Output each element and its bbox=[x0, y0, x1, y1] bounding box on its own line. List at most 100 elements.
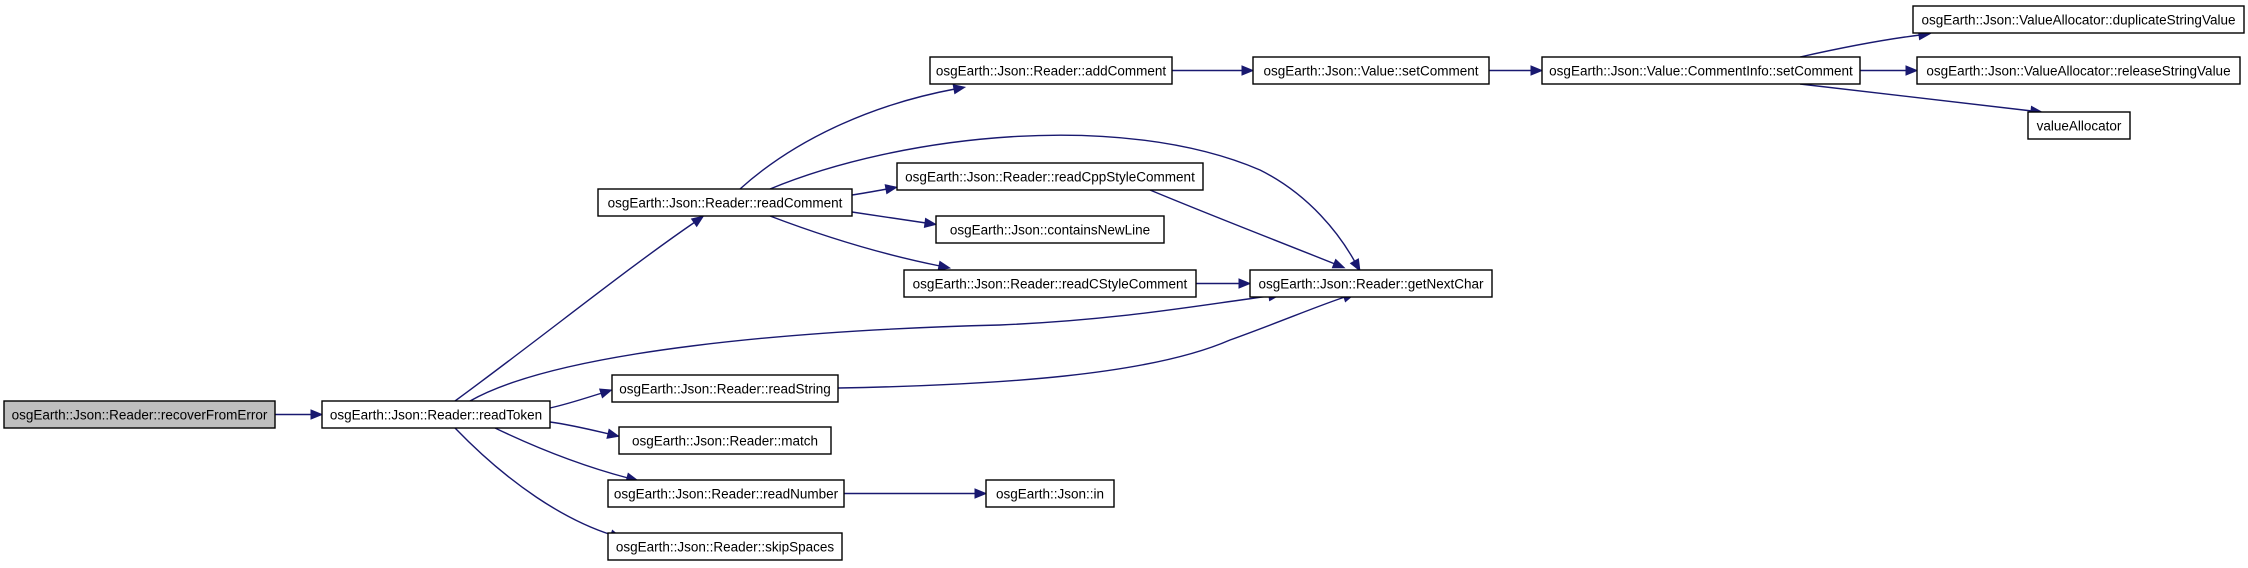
edge-line bbox=[769, 215, 941, 267]
node-label: osgEarth::Json::Reader::readToken bbox=[330, 408, 542, 423]
node-box bbox=[3, 400, 276, 429]
node-box bbox=[1252, 56, 1490, 85]
edge-line bbox=[1799, 34, 1921, 58]
edge-recoverFromError-to-readToken bbox=[275, 409, 324, 420]
edge-readString-to-getNextChar bbox=[837, 292, 1356, 389]
node-duplicateStringValue[interactable]: osgEarth::Json::ValueAllocator::duplicat… bbox=[1912, 5, 2245, 34]
node-box bbox=[611, 374, 839, 403]
node-readToken[interactable]: osgEarth::Json::Reader::readToken bbox=[321, 400, 551, 429]
arrowhead-icon bbox=[923, 217, 938, 228]
node-box bbox=[896, 162, 1204, 191]
nodes-layer: osgEarth::Json::Reader::recoverFromError… bbox=[3, 5, 2245, 561]
node-label: osgEarth::Json::Reader::readCStyleCommen… bbox=[913, 277, 1188, 292]
edge-readCppStyleComment-to-getNextChar bbox=[1149, 189, 1346, 269]
edge-readComment-to-getNextChar bbox=[769, 134, 1361, 272]
node-label: osgEarth::Json::ValueAllocator::duplicat… bbox=[1922, 13, 2236, 28]
arrowhead-icon bbox=[1331, 258, 1346, 269]
arrowhead-icon bbox=[606, 428, 620, 439]
node-valueSetComment[interactable]: osgEarth::Json::Value::setComment bbox=[1252, 56, 1490, 85]
node-addComment[interactable]: osgEarth::Json::Reader::addComment bbox=[929, 56, 1173, 85]
node-label: osgEarth::Json::in bbox=[996, 487, 1104, 502]
edge-commentInfoSetComment-to-valueAllocator bbox=[1799, 83, 2044, 117]
arrowhead-icon bbox=[690, 215, 705, 228]
node-label: osgEarth::Json::Reader::skipSpaces bbox=[616, 540, 835, 555]
arrowhead-icon bbox=[598, 388, 613, 399]
edge-line bbox=[851, 211, 927, 224]
edge-line bbox=[494, 427, 629, 479]
node-box bbox=[1249, 269, 1493, 298]
edge-readToken-to-getNextChar bbox=[469, 291, 1282, 402]
arrowhead-icon bbox=[1349, 258, 1361, 272]
node-box bbox=[2027, 111, 2131, 140]
node-box bbox=[597, 188, 853, 217]
arrowhead-icon bbox=[937, 260, 952, 271]
node-box bbox=[1541, 56, 1861, 85]
arrowhead-icon bbox=[884, 184, 899, 195]
edge-line bbox=[454, 221, 696, 402]
arrowhead-icon bbox=[974, 488, 988, 499]
edge-readToken-to-readString bbox=[549, 388, 613, 409]
edge-valueSetComment-to-commentInfoSetComment bbox=[1489, 65, 1544, 76]
arrowhead-icon bbox=[310, 409, 324, 420]
node-readComment[interactable]: osgEarth::Json::Reader::readComment bbox=[597, 188, 853, 217]
edge-readComment-to-readCStyleComment bbox=[769, 215, 952, 271]
edge-line bbox=[837, 296, 1346, 389]
node-box bbox=[935, 215, 1165, 244]
arrowhead-icon bbox=[1241, 65, 1255, 76]
node-box bbox=[321, 400, 551, 429]
node-label: osgEarth::Json::Value::CommentInfo::setC… bbox=[1549, 64, 1853, 79]
node-label: osgEarth::Json::ValueAllocator::releaseS… bbox=[1926, 64, 2230, 79]
node-box bbox=[1916, 56, 2241, 85]
edge-addComment-to-valueSetComment bbox=[1172, 65, 1255, 76]
edge-commentInfoSetComment-to-duplicateStringValue bbox=[1799, 30, 1932, 58]
edge-readComment-to-addComment bbox=[739, 84, 967, 190]
node-skipSpaces[interactable]: osgEarth::Json::Reader::skipSpaces bbox=[607, 532, 843, 561]
node-readString[interactable]: osgEarth::Json::Reader::readString bbox=[611, 374, 839, 403]
node-readCppStyleComment[interactable]: osgEarth::Json::Reader::readCppStyleComm… bbox=[896, 162, 1204, 191]
node-commentInfoSetComment[interactable]: osgEarth::Json::Value::CommentInfo::setC… bbox=[1541, 56, 1861, 85]
node-label: osgEarth::Json::Reader::readNumber bbox=[614, 487, 839, 502]
node-label: osgEarth::Json::Reader::readString bbox=[619, 382, 831, 397]
node-box bbox=[903, 269, 1197, 298]
edge-line bbox=[1149, 189, 1336, 265]
node-box bbox=[1912, 5, 2245, 34]
edges-layer bbox=[275, 30, 2044, 540]
edge-readToken-to-readComment bbox=[454, 215, 705, 402]
node-label: osgEarth::Json::containsNewLine bbox=[950, 223, 1150, 238]
node-label: osgEarth::Json::Reader::recoverFromError bbox=[12, 408, 268, 423]
node-label: osgEarth::Json::Reader::readCppStyleComm… bbox=[905, 170, 1195, 185]
edge-line bbox=[454, 427, 613, 536]
edge-line bbox=[549, 392, 603, 409]
edge-readComment-to-containsNewLine bbox=[851, 211, 938, 228]
node-label: osgEarth::Json::Reader::addComment bbox=[936, 64, 1167, 79]
node-getNextChar[interactable]: osgEarth::Json::Reader::getNextChar bbox=[1249, 269, 1493, 298]
edge-line bbox=[769, 134, 1356, 263]
node-readNumber[interactable]: osgEarth::Json::Reader::readNumber bbox=[607, 479, 845, 508]
arrowhead-icon bbox=[1238, 278, 1252, 289]
node-label: osgEarth::Json::Reader::match bbox=[632, 434, 818, 449]
node-jsonIn[interactable]: osgEarth::Json::in bbox=[985, 479, 1115, 508]
node-match[interactable]: osgEarth::Json::Reader::match bbox=[618, 426, 832, 455]
node-label: osgEarth::Json::Reader::readComment bbox=[608, 196, 843, 211]
node-label: osgEarth::Json::Reader::getNextChar bbox=[1258, 277, 1484, 292]
edge-line bbox=[1799, 83, 2033, 112]
edge-readToken-to-match bbox=[549, 421, 620, 439]
node-box bbox=[607, 479, 845, 508]
node-valueAllocator[interactable]: valueAllocator bbox=[2027, 111, 2131, 140]
node-label: osgEarth::Json::Value::setComment bbox=[1263, 64, 1478, 79]
edge-line bbox=[739, 88, 956, 190]
edge-commentInfoSetComment-to-releaseStringValue bbox=[1860, 65, 1919, 76]
node-containsNewLine[interactable]: osgEarth::Json::containsNewLine bbox=[935, 215, 1165, 244]
node-box bbox=[607, 532, 843, 561]
edge-readComment-to-readCppStyleComment bbox=[851, 184, 899, 196]
edge-readToken-to-skipSpaces bbox=[454, 427, 623, 540]
edge-readNumber-to-jsonIn bbox=[844, 488, 988, 499]
node-box bbox=[618, 426, 832, 455]
edge-readCStyleComment-to-getNextChar bbox=[1196, 278, 1252, 289]
node-readCStyleComment[interactable]: osgEarth::Json::Reader::readCStyleCommen… bbox=[903, 269, 1197, 298]
node-releaseStringValue[interactable]: osgEarth::Json::ValueAllocator::releaseS… bbox=[1916, 56, 2241, 85]
node-label: valueAllocator bbox=[2037, 119, 2122, 134]
node-box bbox=[985, 479, 1115, 508]
arrowhead-icon bbox=[952, 84, 967, 95]
